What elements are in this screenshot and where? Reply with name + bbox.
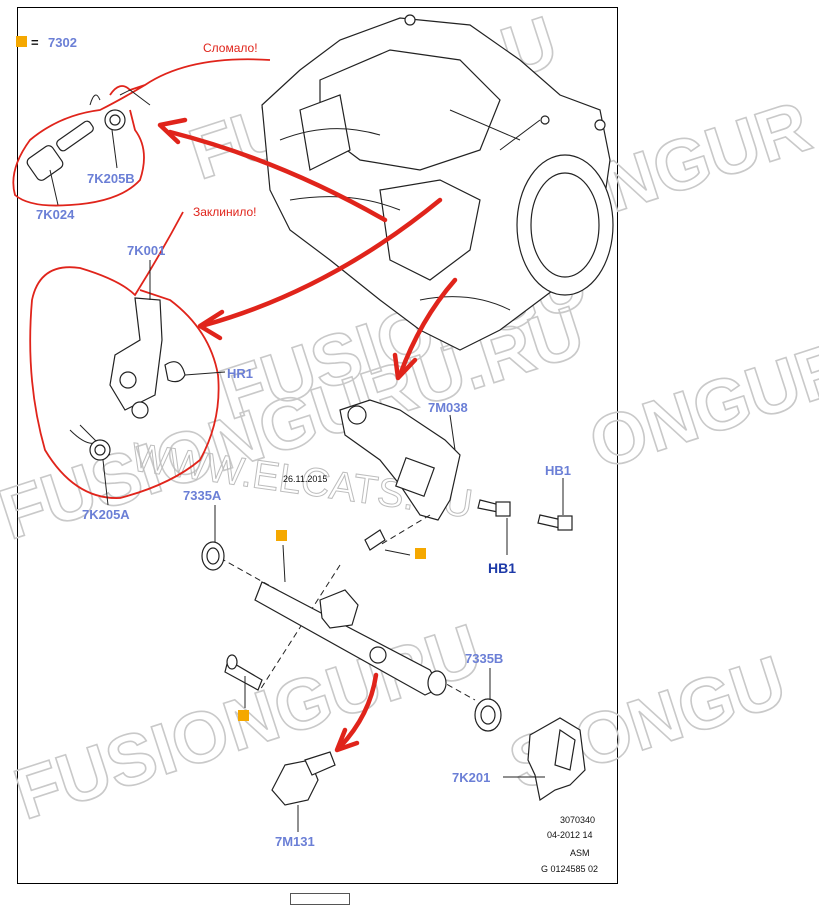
label-7K205A: 7K205A (82, 507, 130, 522)
arrow-down (397, 277, 458, 378)
arrow-bottom (337, 672, 379, 750)
label-HR1: HR1 (227, 366, 253, 381)
watermark-date: 26.11.2015 (283, 474, 327, 484)
marker-shaft (276, 530, 287, 541)
arrow-head-top (157, 117, 188, 145)
plug-group: 7M131 (271, 751, 336, 849)
footer-line3: ASM (570, 848, 590, 858)
diagram-frame (17, 7, 618, 884)
arrow-to-middle-detail (202, 197, 443, 328)
circle-top (12, 58, 271, 207)
circle-middle (29, 211, 220, 499)
label-7K001: 7K001 (127, 243, 165, 258)
selector-group: 7K201 (452, 717, 586, 801)
label-7335B: 7335B (465, 651, 503, 666)
annotation-arrows (157, 117, 458, 753)
middle-detail: 7K001 HR1 7K205A Заклинило! (29, 205, 257, 522)
legend: = 7302 (16, 35, 77, 50)
footer-info: 3070340 04-2012 14 ASM G 0124585 02 (541, 815, 598, 874)
note-broken: Сломало! (203, 41, 258, 55)
label-7M038: 7M038 (428, 400, 468, 415)
note-jammed: Заклинило! (193, 205, 257, 219)
footer-line2: 04-2012 14 (547, 830, 593, 840)
transmission-housing (261, 14, 614, 351)
arrow-head-middle (197, 309, 225, 341)
bracket-group: 7M038 HB1 HB1 (339, 399, 573, 576)
top-detail: 7K205B 7K024 Сломало! (12, 41, 271, 222)
marker-pin (415, 548, 426, 559)
bottom-frame-stub (290, 893, 350, 905)
shaft-group: 7335A 7335B (183, 488, 503, 732)
label-7K024: 7K024 (36, 207, 75, 222)
label-7335A: 7335A (183, 488, 222, 503)
legend-code: 7302 (48, 35, 77, 50)
marker-bolt (238, 710, 249, 721)
label-7K201: 7K201 (452, 770, 490, 785)
footer-line1: 3070340 (560, 815, 595, 825)
legend-swatch (16, 36, 27, 47)
label-HB1-bottom: HB1 (488, 560, 516, 576)
arrow-head-down (392, 352, 418, 381)
footer-line4: G 0124585 02 (541, 864, 598, 874)
label-HB1-top: HB1 (545, 463, 571, 478)
legend-equals: = (31, 35, 39, 50)
watermark-brand-bottom: FUSIONGURU (5, 610, 490, 836)
arrow-to-top-detail (167, 129, 388, 223)
arrow-head-bottom (334, 727, 360, 753)
watermark-brand-right-mid: ONGUR (580, 326, 819, 485)
label-7M131: 7M131 (275, 834, 315, 849)
label-7K205B: 7K205B (87, 171, 135, 186)
